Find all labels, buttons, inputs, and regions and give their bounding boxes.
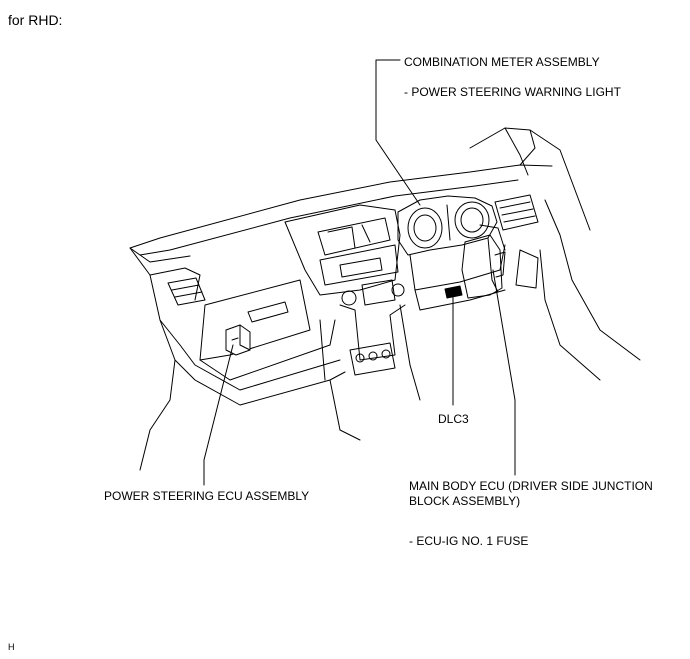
center-screen — [317, 217, 391, 256]
center-stack — [284, 204, 401, 296]
combination-meter — [397, 195, 498, 256]
power-steering-ecu — [225, 324, 251, 356]
page-heading: for RHD: — [8, 12, 63, 28]
leader-power-steering-ecu — [203, 344, 234, 486]
label-main-body-ecu-line2: BLOCK ASSEMBLY) — [409, 494, 521, 508]
left-vent — [167, 277, 206, 306]
right-vent — [494, 194, 539, 231]
label-dlc3: DLC3 — [438, 412, 469, 426]
illustration-code: H — [8, 642, 15, 652]
main-body-ecu — [461, 234, 503, 299]
label-main-body-ecu-line1: MAIN BODY ECU (DRIVER SIDE JUNCTION — [409, 479, 653, 493]
glove-box — [199, 279, 311, 361]
lower-console — [339, 304, 406, 361]
label-combination-meter: COMBINATION METER ASSEMBLY — [404, 55, 600, 69]
a-pillar — [469, 127, 536, 166]
leader-main-body-ecu — [492, 269, 516, 476]
label-power-steering-ecu: POWER STEERING ECU ASSEMBLY — [104, 489, 310, 503]
left-dash-side — [129, 247, 176, 471]
leader-combination-meter — [375, 59, 421, 206]
label-ecu-ig-fuse: - ECU-IG NO. 1 FUSE — [409, 534, 529, 548]
label-power-steering-warning-light: - POWER STEERING WARNING LIGHT — [404, 85, 621, 99]
